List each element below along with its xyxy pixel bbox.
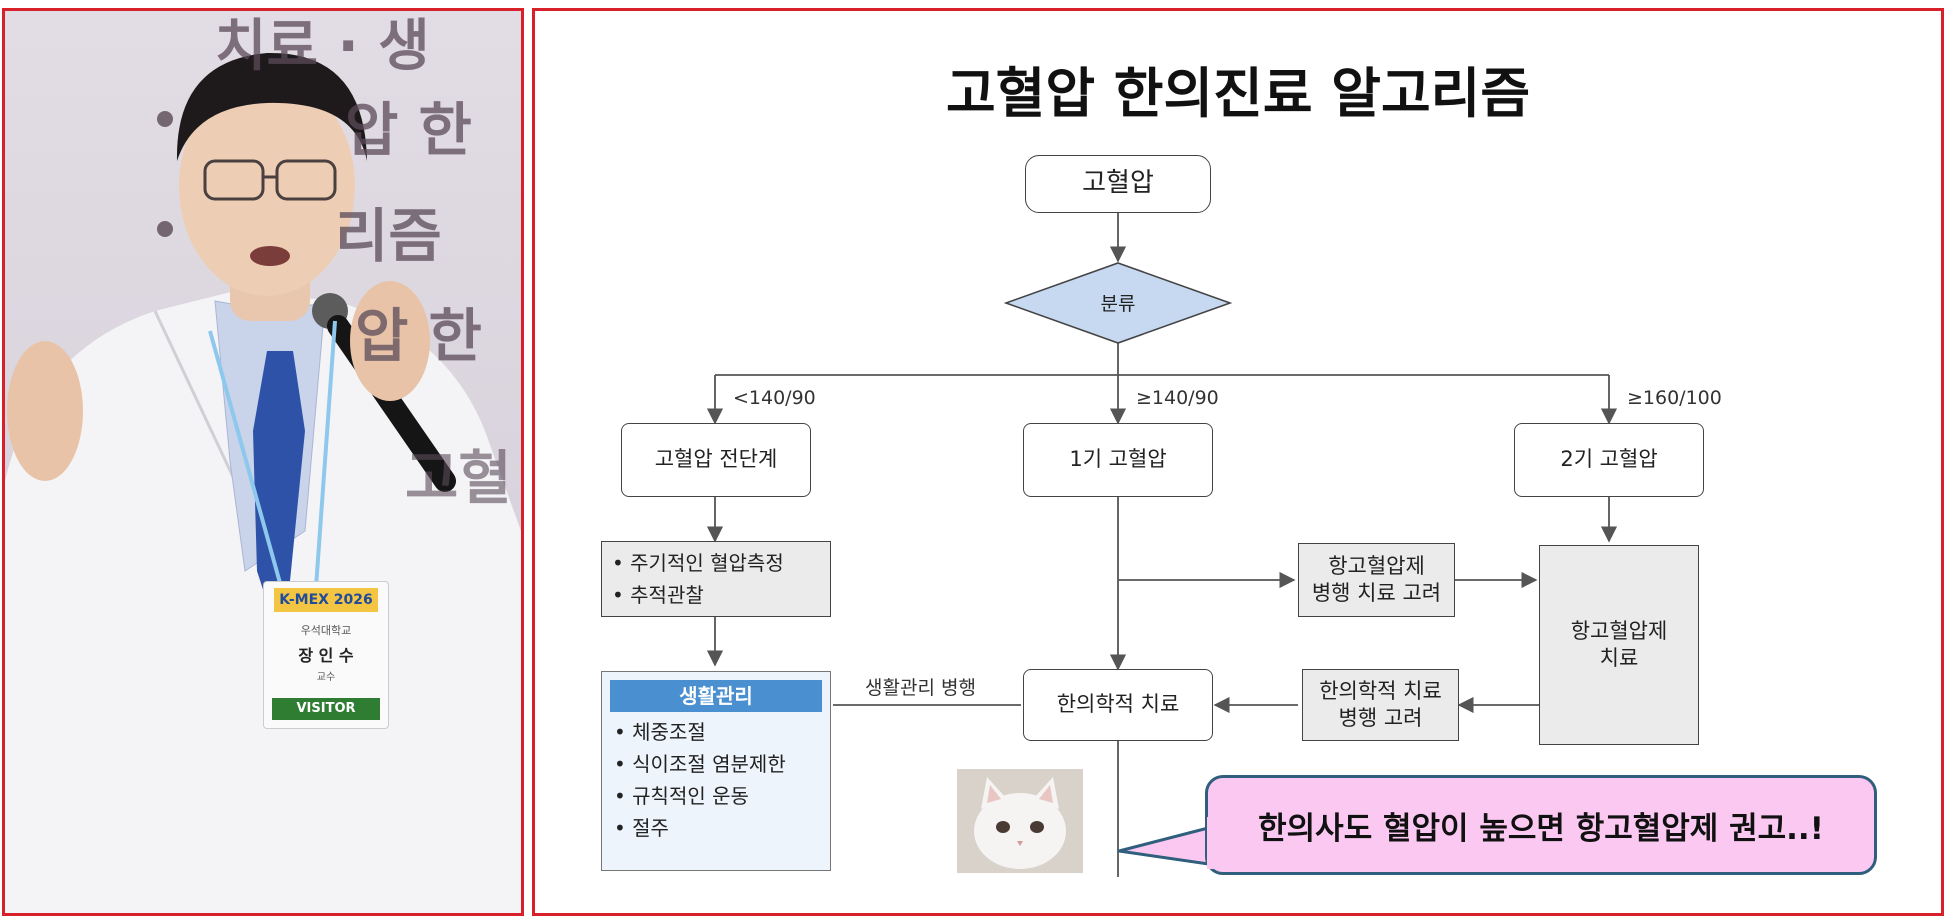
badge-school: 우석대학교 xyxy=(300,624,352,637)
lifestyle-item: 식이조절 염분제한 xyxy=(614,748,830,780)
speaker-photo: 치료 · 생 압 한 리즘 압 한 고혈 K-MEX 2026 우석대학교 장 … xyxy=(2,8,524,916)
combo-drug-line: 병행 치료 고려 xyxy=(1311,581,1442,605)
drug-treatment-box: 항고혈압제 치료 xyxy=(1539,545,1699,745)
kmed-combo-box: 한의학적 치료 병행 고려 xyxy=(1302,669,1459,741)
callout-text: 한의사도 혈압이 높으면 항고혈압제 권고..! xyxy=(1258,810,1824,847)
algorithm-slide: 고혈압 한의진료 알고리즘 xyxy=(532,8,1944,916)
slide-fragment: 압 한 xyxy=(345,96,472,164)
slide-fragment: 압 한 xyxy=(355,302,482,370)
lifestyle-item: 체중조절 xyxy=(614,716,830,748)
condition-label: ≥140/90 xyxy=(1136,387,1219,409)
drug-treatment-line: 치료 xyxy=(1599,646,1639,670)
combo-drug-line: 항고혈압제 xyxy=(1328,553,1425,578)
stage1-box: 1기 고혈압 xyxy=(1023,423,1213,497)
badge-type: VISITOR xyxy=(272,698,380,720)
kmed-combo-line: 한의학적 치료 xyxy=(1319,678,1442,703)
tie xyxy=(253,351,305,611)
badge-name: 장 인 수 xyxy=(298,646,354,665)
lifestyle-item: 절주 xyxy=(614,812,830,844)
monitoring-box: 주기적인 혈압측정 추적관찰 xyxy=(601,541,831,617)
stage2-box: 2기 고혈압 xyxy=(1514,423,1704,497)
combo-drug-box: 항고혈압제 병행 치료 고려 xyxy=(1298,543,1455,617)
decision-diamond xyxy=(1004,262,1232,344)
speaker-face xyxy=(179,76,355,296)
white-cat-image xyxy=(957,769,1083,873)
kmed-combo-line: 병행 고려 xyxy=(1338,706,1423,730)
prehypertension-box: 고혈압 전단계 xyxy=(621,423,811,497)
slide-fragment: 치료 · 생 xyxy=(215,14,430,79)
diagram-title: 고혈압 한의진료 알고리즘 xyxy=(945,62,1531,125)
decision-label: 분류 xyxy=(1100,293,1136,315)
name-badge: K-MEX 2026 우석대학교 장 인 수 교수 VISITOR xyxy=(263,581,389,729)
monitoring-item: 추적관찰 xyxy=(612,579,784,611)
lifestyle-box: 생활관리 체중조절 식이조절 염분제한 규칙적인 운동 절주 xyxy=(601,671,831,871)
slide-fragment: 리즘 xyxy=(335,202,442,270)
lifestyle-title: 생활관리 xyxy=(610,680,822,712)
monitoring-item: 주기적인 혈압측정 xyxy=(612,547,784,579)
drug-treatment-line: 항고혈압제 xyxy=(1570,618,1668,643)
glasses xyxy=(203,159,337,201)
lifestyle-link-label: 생활관리 병행 xyxy=(865,677,976,699)
slide-fragment: 고혈 xyxy=(405,444,512,512)
condition-label: ≥160/100 xyxy=(1627,387,1722,409)
hair xyxy=(176,52,367,161)
badge-title: 교수 xyxy=(316,672,336,683)
badge-event: K-MEX 2026 xyxy=(274,588,378,612)
callout-box: 한의사도 혈압이 높으면 항고혈압제 권고..! xyxy=(1205,775,1877,875)
callout-seam xyxy=(1207,817,1215,869)
kmed-treatment-box: 한의학적 치료 xyxy=(1023,669,1213,741)
start-node: 고혈압 xyxy=(1025,155,1211,213)
lifestyle-item: 규칙적인 운동 xyxy=(614,780,830,812)
condition-label: <140/90 xyxy=(733,387,816,409)
